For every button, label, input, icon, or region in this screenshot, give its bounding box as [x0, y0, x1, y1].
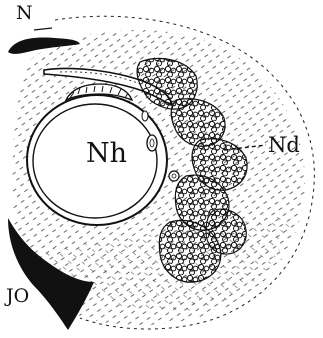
label-jo: JO	[6, 287, 29, 306]
n-leader-line	[34, 28, 52, 30]
vessel	[142, 111, 148, 121]
label-n: N	[16, 4, 33, 23]
label-nh: Nh	[86, 140, 127, 167]
vessel	[147, 135, 157, 151]
vessel	[169, 171, 179, 181]
label-nd: Nd	[268, 135, 300, 156]
